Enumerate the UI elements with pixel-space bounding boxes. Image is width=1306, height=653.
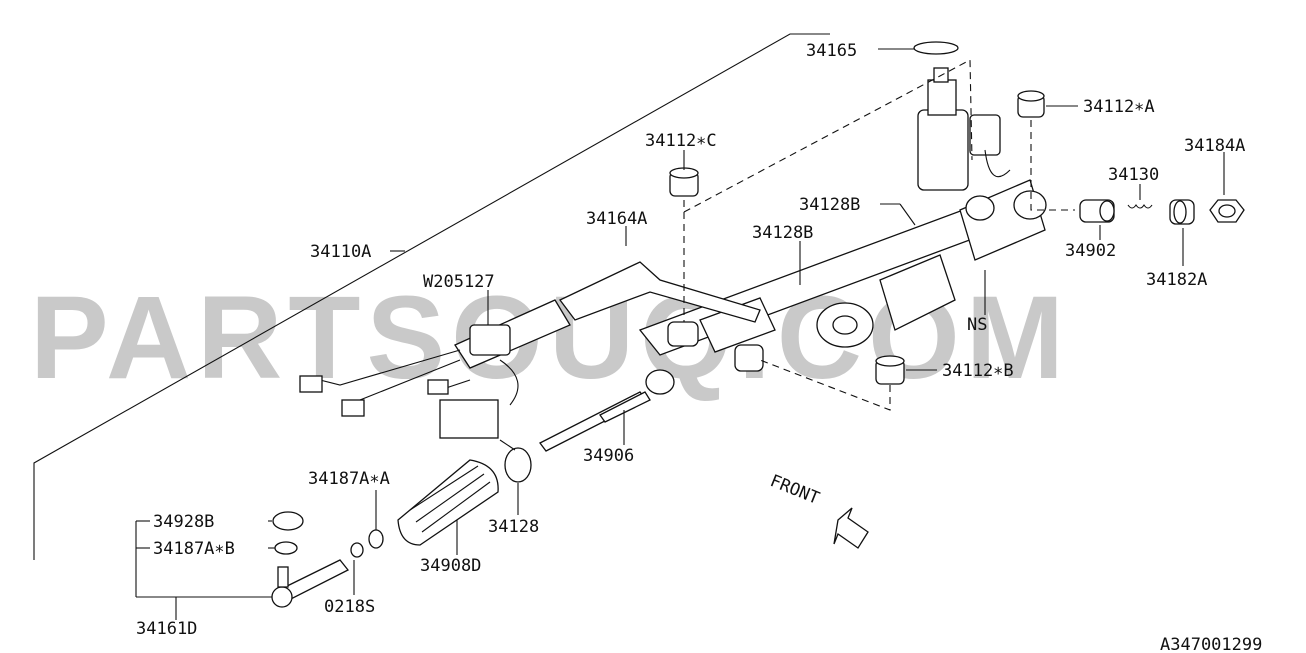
label-34906: 34906 (583, 446, 634, 466)
label-w205127: W205127 (423, 272, 495, 292)
guide-34112a (1030, 120, 1075, 211)
adjuster-plug-34902 (1079, 199, 1115, 223)
label-34182a: 34182A (1146, 270, 1207, 290)
label-0218s: 0218S (324, 597, 375, 617)
harness-w205127 (299, 299, 571, 439)
label-34110a: 34110A (310, 242, 371, 262)
label-34902: 34902 (1065, 241, 1116, 261)
label-34187a-b: 34187A∗B (153, 539, 235, 559)
cap-34165 (913, 41, 959, 55)
label-34164a: 34164A (586, 209, 647, 229)
adjuster-34182a (1169, 199, 1195, 225)
rack-housing (638, 179, 1047, 356)
assembly-frame-line (33, 33, 830, 560)
label-34161d: 34161D (136, 619, 197, 639)
bushing-34112a (1017, 90, 1045, 118)
guide-34112b (759, 359, 891, 411)
rack-mount-left (667, 321, 699, 347)
cap-34928b (272, 511, 304, 531)
clamp-34128 (504, 447, 532, 483)
bushing-34112c (669, 167, 699, 197)
label-34112c: 34112∗C (645, 131, 717, 151)
clamp-tab (499, 439, 516, 451)
label-34130: 34130 (1108, 165, 1159, 185)
tie-rod-end-34161d (271, 559, 350, 608)
leader-lines (135, 48, 1225, 620)
label-34128: 34128 (488, 517, 539, 537)
label-34184a: 34184A (1184, 136, 1245, 156)
label-34928b: 34928B (153, 512, 214, 532)
bushing-34112b (875, 355, 905, 385)
spring-34130 (1127, 204, 1153, 209)
label-34128b-lower: 34128B (752, 223, 813, 243)
label-34908d: 34908D (420, 556, 481, 576)
label-34112a: 34112∗A (1083, 97, 1155, 117)
label-ns: NS (967, 315, 987, 335)
figure-code: A347001299 (1160, 635, 1262, 653)
label-34128b-upper: 34128B (799, 195, 860, 215)
tie-rod-34906 (539, 369, 675, 452)
locknut-hole (1218, 204, 1236, 218)
valve-body (917, 67, 1011, 191)
front-arrow (833, 507, 869, 549)
label-34112b: 34112∗B (942, 361, 1014, 381)
pipe-34164a (559, 261, 761, 323)
label-34165: 34165 (806, 41, 857, 61)
nut-0218s (350, 542, 364, 558)
rack-mount-right (734, 344, 764, 372)
clip-34187a-a (368, 529, 384, 549)
guide-valve (683, 59, 973, 213)
ring-34187a-b (274, 541, 298, 555)
boot-34908d (397, 459, 499, 546)
label-34187a-a: 34187A∗A (308, 469, 390, 489)
part-labels: 34165 34112∗A 34184A 34112∗C 34130 34128… (136, 41, 1262, 653)
front-label: FRONT (767, 471, 822, 509)
